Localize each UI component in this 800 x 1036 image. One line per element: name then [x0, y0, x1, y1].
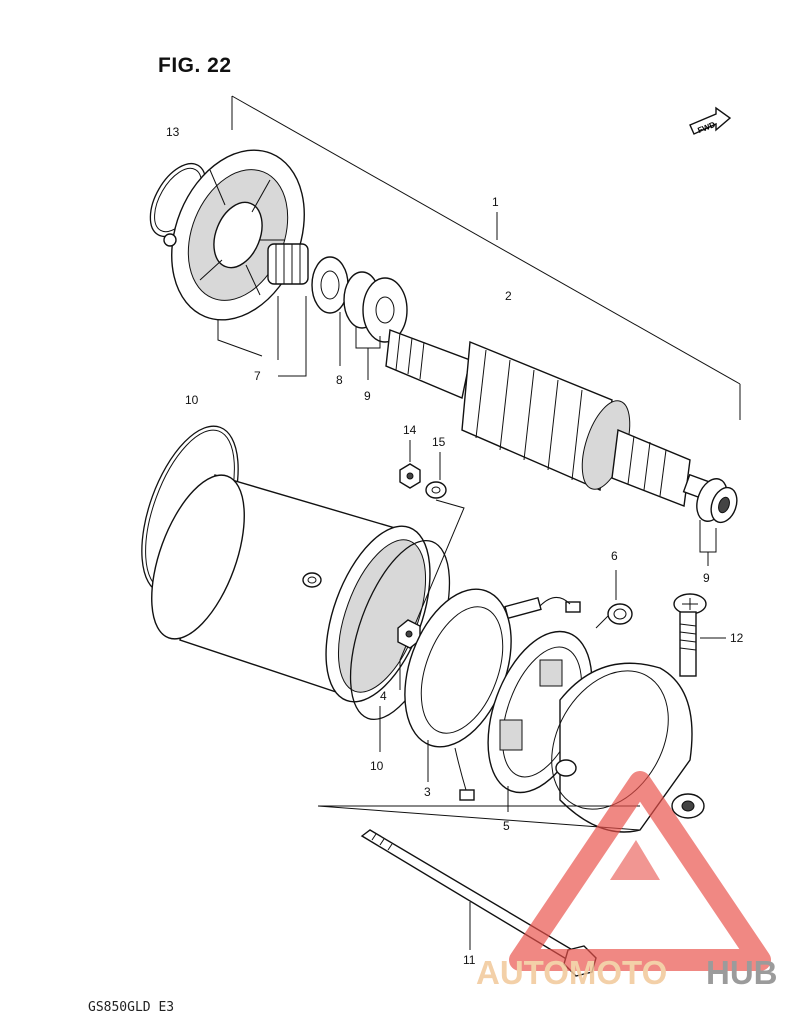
watermark-text-a: AUTOMOTO	[476, 954, 667, 991]
front-housing	[163, 149, 305, 321]
callout-2: 2	[505, 289, 512, 303]
washer-15	[425, 481, 447, 499]
callout-11: 11	[463, 953, 476, 967]
callout-4: 4	[380, 689, 387, 703]
leaders-front	[217, 296, 381, 380]
callout-9-rear: 9	[703, 571, 710, 585]
callout-5: 5	[503, 819, 510, 833]
leaders-through	[317, 706, 641, 831]
brush-holder-3	[404, 588, 581, 801]
callout-10-bottom: 10	[370, 759, 384, 773]
model-label: GS850GLD E3	[88, 1000, 175, 1015]
figure-title: FIG. 22	[158, 54, 232, 77]
callout-7: 7	[254, 369, 261, 383]
washers-9-rear	[696, 478, 738, 566]
callout-1: 1	[492, 195, 499, 209]
callout-12: 12	[730, 631, 744, 645]
leaders-14-15	[399, 440, 465, 690]
nut-14	[399, 463, 421, 489]
bracket-1	[231, 95, 741, 420]
watermark-text-b: HUB	[706, 954, 778, 991]
callout-13: 13	[166, 125, 180, 139]
callout-9-front: 9	[364, 389, 371, 403]
callout-14: 14	[403, 423, 417, 437]
armature-2	[385, 329, 712, 507]
bearing	[267, 243, 309, 285]
washers-9-front	[343, 271, 408, 343]
fwd-arrow: FWD	[689, 106, 732, 135]
seal-8	[311, 256, 349, 314]
callout-3: 3	[424, 785, 431, 799]
callout-8: 8	[336, 373, 343, 387]
yoke-housing	[151, 474, 431, 703]
callout-15: 15	[432, 435, 446, 449]
rear-end-cover	[551, 662, 705, 833]
callout-10-top: 10	[185, 393, 199, 407]
callout-labels: 1 2 3 4 5 6 7 8 9 9 10 10 11 12 13 14 15	[166, 125, 744, 967]
callout-6: 6	[611, 549, 618, 563]
watermark-logo: AUTOMOTO HUB	[476, 771, 778, 991]
brush-spring-6	[595, 570, 633, 629]
bolt-12	[673, 593, 726, 677]
